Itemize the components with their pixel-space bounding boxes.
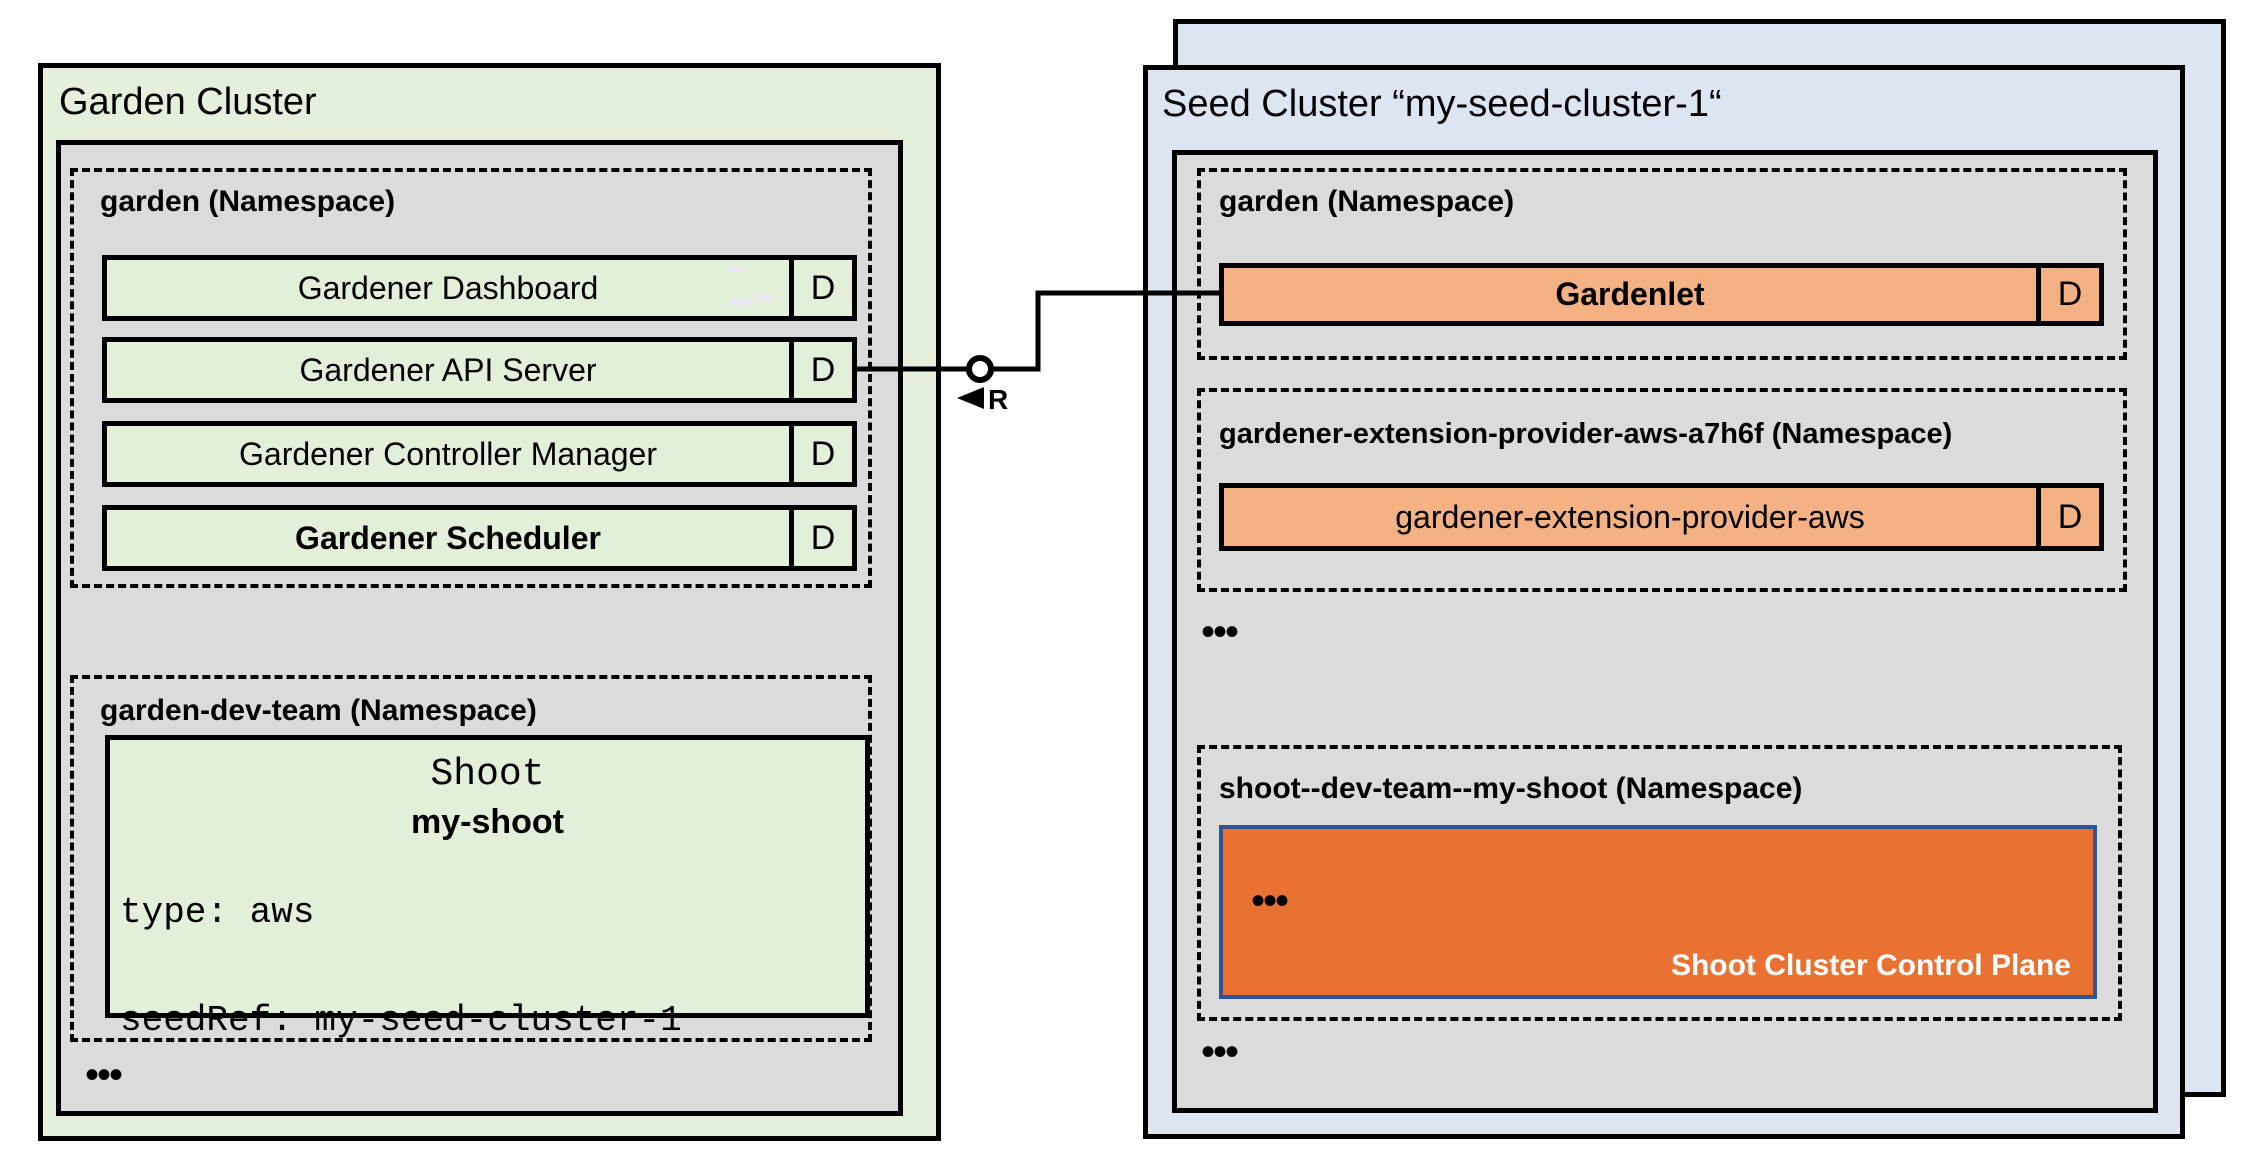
ellipsis-icon: ••• [85, 1053, 123, 1097]
ellipsis-icon: ••• [1201, 1030, 1239, 1074]
garden-dev-team-namespace-box: garden-dev-team (Namespace) Shoot my-sho… [70, 675, 872, 1042]
garden-cluster-box: Garden Cluster garden (Namespace) Garden… [38, 63, 941, 1141]
shoot-control-plane-label: Shoot Cluster Control Plane [1670, 949, 2071, 982]
extension-provider-namespace-box: gardener-extension-provider-aws-a7h6f (N… [1197, 388, 2127, 592]
connection-endpoint-circle [966, 355, 994, 383]
seed-garden-namespace-label: garden (Namespace) [1219, 185, 1515, 218]
garden-cluster-title: Garden Cluster [59, 81, 317, 123]
component-row-gardener-controller-manager: Gardener Controller Manager D [102, 421, 857, 487]
component-row-extension-provider-aws: gardener-extension-provider-aws D [1219, 483, 2104, 551]
arrowhead-left-icon [957, 387, 984, 409]
shoot-spec-text: type: aws seedRef: my-seed-cluster-1 [120, 886, 865, 1048]
seed-cluster-title: Seed Cluster “my-seed-cluster-1“ [1162, 83, 1722, 125]
ellipsis-icon: ••• [1251, 879, 1289, 923]
deployment-badge: D [789, 342, 852, 398]
component-row-gardenlet: Gardenlet D [1219, 263, 2104, 326]
connector-r-label: R [988, 384, 1008, 415]
render-artifact [757, 294, 773, 300]
seed-garden-namespace-box: garden (Namespace) Gardenlet D [1197, 168, 2127, 360]
seed-cluster-box: Seed Cluster “my-seed-cluster-1“ garden … [1143, 65, 2185, 1139]
shoot-control-plane-box: ••• Shoot Cluster Control Plane [1219, 825, 2097, 999]
component-label: Gardener Controller Manager [239, 435, 657, 472]
garden-dev-team-namespace-label: garden-dev-team (Namespace) [100, 694, 537, 727]
shoot-spec-line-type: type: aws [120, 892, 315, 933]
render-artifact [729, 298, 753, 305]
render-artifact [727, 266, 744, 272]
garden-namespace-label: garden (Namespace) [100, 185, 396, 218]
shoot-resource-card: Shoot my-shoot type: aws seedRef: my-see… [105, 735, 870, 1041]
component-row-gardener-scheduler: Gardener Scheduler D [102, 505, 857, 571]
component-label: gardener-extension-provider-aws [1395, 498, 1865, 535]
shoot-namespace-label: shoot--dev-team--my-shoot (Namespace) [1219, 772, 1803, 805]
shoot-namespace-box: shoot--dev-team--my-shoot (Namespace) ••… [1197, 745, 2122, 1021]
extension-provider-namespace-label: gardener-extension-provider-aws-a7h6f (N… [1219, 418, 1953, 450]
component-label: Gardener API Server [299, 351, 597, 388]
component-row-gardener-dashboard: Gardener Dashboard D [102, 255, 857, 321]
deployment-badge: D [2036, 488, 2099, 546]
shoot-kind-label: Shoot [430, 753, 545, 796]
component-label: Gardener Dashboard [297, 269, 599, 306]
shoot-spec-line-seedref: seedRef: my-seed-cluster-1 [120, 1000, 682, 1041]
deployment-badge: D [789, 426, 852, 482]
deployment-badge: D [789, 260, 852, 316]
garden-namespace-box: garden (Namespace) Gardener Dashboard D … [70, 168, 872, 588]
deployment-badge: D [789, 510, 852, 566]
ellipsis-icon: ••• [1201, 610, 1239, 654]
deployment-badge: D [2036, 268, 2099, 321]
garden-cluster-inner-panel: garden (Namespace) Gardener Dashboard D … [56, 140, 903, 1116]
component-label: Gardener Scheduler [295, 519, 601, 556]
seed-cluster-inner-panel: garden (Namespace) Gardenlet D gardener-… [1172, 150, 2158, 1113]
component-row-gardener-api-server: Gardener API Server D [102, 337, 857, 403]
shoot-name-label: my-shoot [411, 803, 564, 841]
component-label: Gardenlet [1555, 276, 1705, 312]
